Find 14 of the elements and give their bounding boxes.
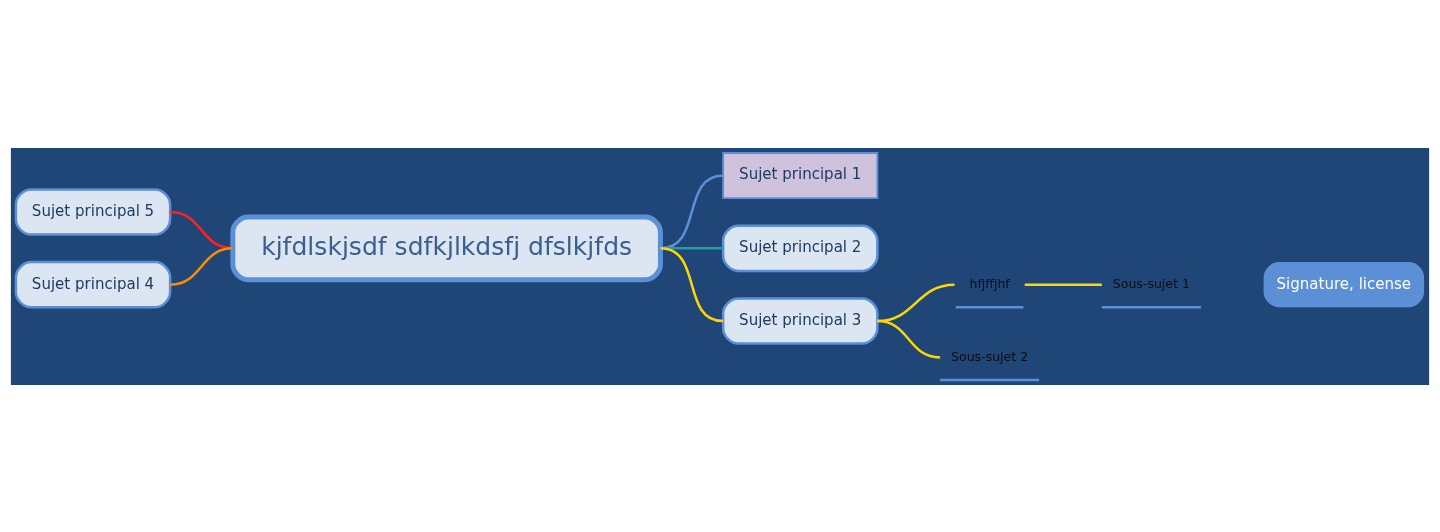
node-text: hfjffjhf — [969, 275, 1010, 291]
node-box: kjfdlskjsdf sdfkjlkdsfj dfslkjfds — [230, 213, 663, 282]
node-box: Sujet principal 5 — [14, 187, 172, 236]
node-box: Sujet principal 4 — [14, 260, 172, 308]
connector — [660, 246, 724, 322]
node-text: Sous-sujet 1 — [1112, 275, 1190, 291]
label: Signature, license — [1276, 274, 1412, 293]
connector — [1024, 282, 1102, 286]
node-box: Sujet principal 1 — [722, 151, 879, 199]
node-box: Sujet principal 2 — [721, 224, 879, 272]
node-box: Sujet principal 3 — [721, 296, 879, 345]
connector — [170, 246, 233, 286]
connector — [877, 319, 941, 359]
node-text: Sous-sujet 2 — [951, 348, 1029, 364]
